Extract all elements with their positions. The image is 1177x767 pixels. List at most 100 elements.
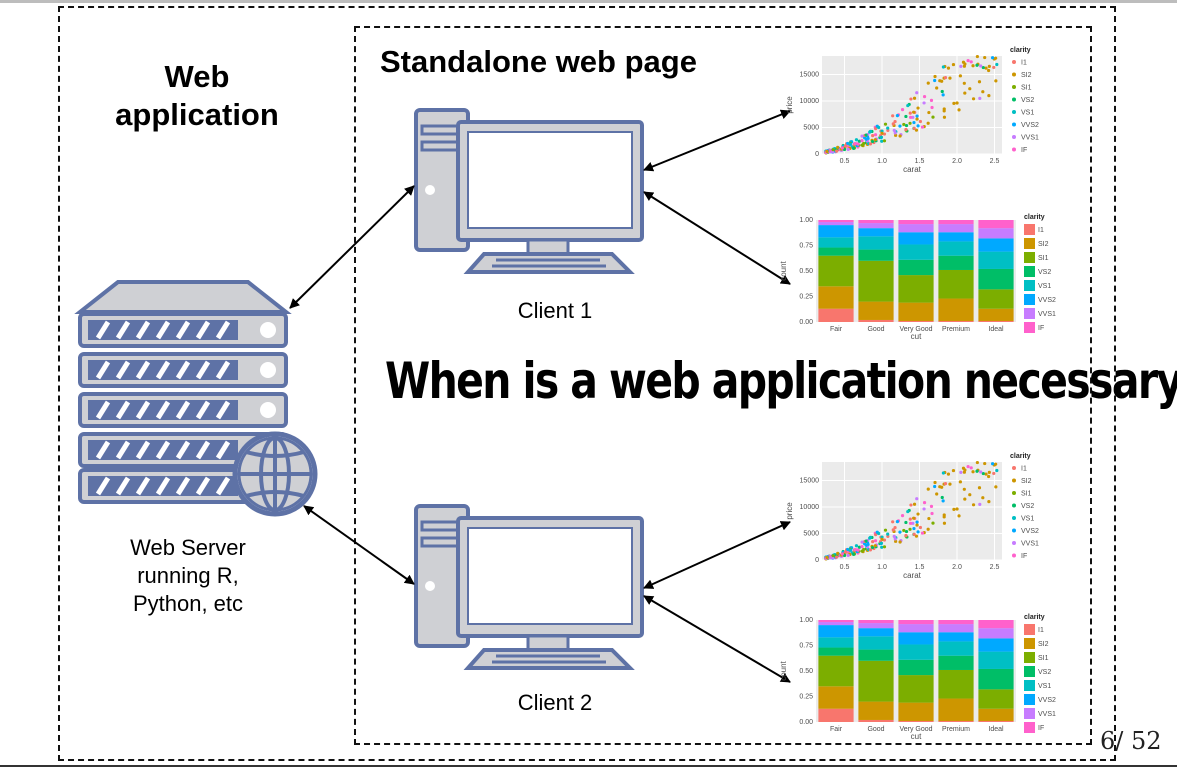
data-point	[987, 68, 991, 73]
data-point	[943, 482, 948, 486]
data-point	[951, 468, 956, 473]
data-point	[877, 531, 881, 536]
bar-segment	[898, 675, 934, 703]
data-point	[906, 103, 910, 108]
bar-segment	[938, 232, 974, 242]
data-point	[871, 539, 875, 544]
data-point	[969, 60, 973, 64]
legend-key	[1024, 294, 1035, 305]
data-point	[871, 133, 875, 138]
data-point	[942, 521, 947, 525]
data-point	[912, 126, 916, 130]
y-tick-label: 5000	[803, 125, 819, 132]
data-point	[948, 76, 952, 80]
y-tick-label: 0	[815, 557, 819, 564]
data-point	[860, 549, 864, 553]
data-point	[975, 460, 979, 465]
bar-segment	[978, 220, 1014, 229]
data-point	[946, 472, 951, 476]
data-point	[902, 122, 906, 127]
bar-segment	[938, 620, 974, 625]
y-tick-label: 1.00	[799, 617, 813, 624]
bar-segment	[938, 269, 974, 299]
data-point	[873, 544, 877, 548]
data-point	[920, 125, 925, 129]
data-point	[904, 520, 908, 525]
bar-segment	[938, 655, 974, 670]
data-point	[853, 547, 857, 552]
bar-segment	[898, 702, 934, 721]
y-tick-label: 10000	[800, 98, 820, 105]
data-point	[916, 124, 920, 128]
legend-key	[1024, 280, 1035, 291]
data-point	[886, 128, 890, 133]
data-point	[916, 106, 920, 110]
data-point	[978, 96, 982, 100]
server-icon	[74, 280, 292, 502]
bar-segment	[898, 275, 934, 303]
legend-label: VVS1	[1021, 541, 1039, 548]
data-point	[900, 514, 905, 518]
data-point	[900, 108, 905, 112]
connection-arrows	[289, 109, 791, 683]
bar-segment	[858, 636, 894, 650]
data-point	[978, 502, 982, 506]
y-axis-label: count	[779, 260, 788, 280]
y-axis-label: price	[785, 502, 794, 520]
bar-segment	[858, 301, 894, 320]
bar-segment	[978, 720, 1014, 722]
data-point	[911, 521, 915, 525]
data-point	[882, 132, 887, 136]
bar-segment	[818, 625, 854, 638]
data-point	[922, 507, 926, 511]
data-point	[987, 500, 991, 504]
legend-key	[1012, 516, 1016, 520]
y-axis-label: count	[779, 660, 788, 680]
data-point	[880, 139, 884, 143]
data-point	[883, 122, 888, 126]
data-point	[930, 105, 934, 110]
data-point	[975, 54, 979, 59]
bar-segment	[898, 244, 934, 260]
data-point	[860, 134, 864, 138]
data-point	[856, 548, 860, 552]
y-tick-label: 15000	[800, 72, 820, 79]
x-tick-label: 2.0	[952, 564, 962, 571]
legend-key	[1012, 122, 1016, 127]
data-point	[931, 115, 935, 119]
legend-key	[1012, 72, 1016, 77]
data-point	[914, 534, 919, 538]
y-tick-label: 0.75	[799, 243, 813, 250]
x-tick-label: Good	[867, 326, 884, 333]
bar-segment	[938, 624, 974, 633]
data-point	[933, 74, 937, 79]
data-point	[852, 146, 856, 151]
bar-segment	[978, 628, 1014, 639]
data-point	[898, 540, 902, 544]
legend-key	[1012, 110, 1016, 114]
legend-label: VVS2	[1021, 122, 1039, 129]
data-point	[971, 470, 975, 474]
legend-label: VS1	[1038, 283, 1051, 290]
x-axis-label: carat	[903, 571, 922, 580]
data-point	[922, 95, 927, 99]
data-point	[987, 94, 991, 98]
data-point	[868, 536, 872, 540]
data-point	[927, 516, 931, 521]
x-tick-label: Fair	[830, 726, 843, 733]
data-point	[911, 115, 915, 119]
data-point	[915, 520, 919, 524]
x-axis-label: cut	[911, 332, 922, 341]
bar-segment	[938, 698, 974, 721]
data-point	[955, 101, 959, 105]
bar-segment	[938, 669, 974, 699]
legend-key	[1012, 466, 1016, 470]
data-point	[946, 66, 951, 70]
bar-segment	[858, 660, 894, 702]
data-point	[886, 126, 890, 130]
data-point	[971, 97, 976, 101]
bar-segment	[898, 320, 934, 322]
data-point	[959, 470, 963, 474]
data-point	[877, 125, 881, 130]
data-point	[854, 138, 859, 142]
